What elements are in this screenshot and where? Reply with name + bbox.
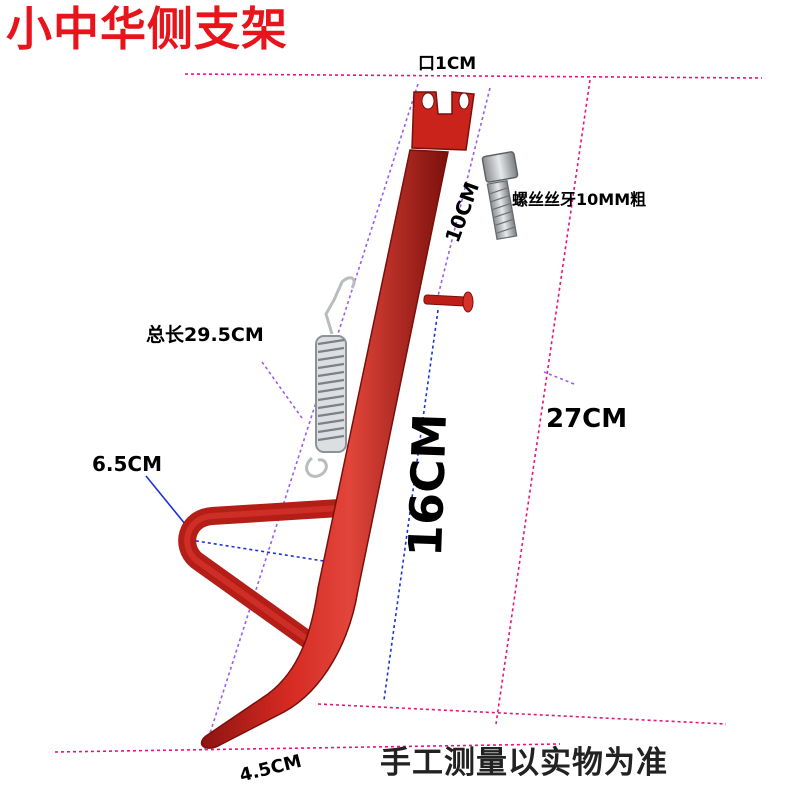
height-27cm-label: 27CM — [546, 404, 628, 434]
product-title: 小中华侧支架 — [6, 2, 288, 56]
blue-guide-lines — [145, 309, 439, 701]
total-length-label: 总长29.5CM — [146, 324, 264, 346]
top-hole-label: 口1CM — [418, 54, 477, 74]
bolt — [481, 151, 519, 241]
kickstand — [178, 91, 475, 749]
pink-guide-lines — [54, 73, 763, 753]
measurement-note: 手工测量以实物为准 — [380, 745, 668, 781]
sixteen-cm-label: 16CM — [398, 412, 457, 558]
bracket-width-label: 6.5CM — [92, 452, 163, 476]
spring — [305, 276, 356, 478]
bolt-thread-label: 螺丝丝牙10MM粗 — [512, 190, 647, 209]
purple-guide-lines — [203, 83, 575, 753]
